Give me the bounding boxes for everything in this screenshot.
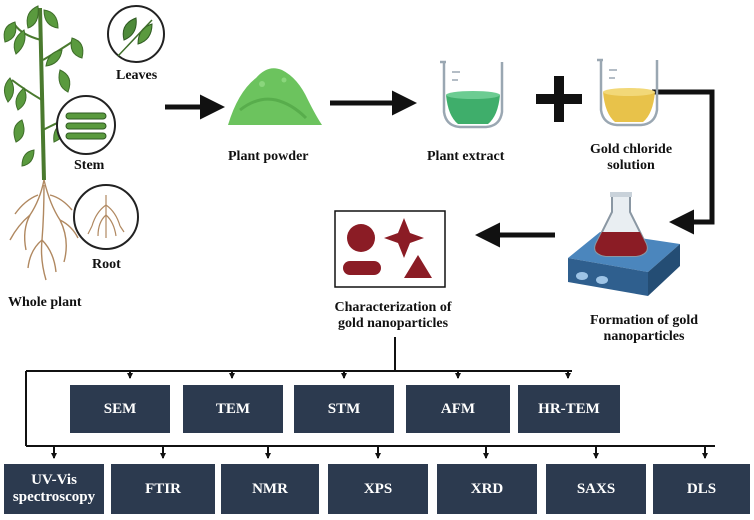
- gold-chloride-line1: Gold chloride: [589, 142, 673, 157]
- formation-line1: Formation of gold: [589, 313, 699, 328]
- leaves-magnifier: [107, 5, 165, 63]
- plant-powder-label: Plant powder: [228, 149, 309, 164]
- technique-box-ftir: FTIR: [111, 464, 215, 514]
- gold-chloride-label: Gold chloride solution: [574, 142, 688, 174]
- technique-box-xrd: XRD: [437, 464, 537, 514]
- technique-box-stm: STM: [294, 385, 394, 433]
- stem-magnifier: [56, 95, 116, 155]
- arrow-solution-to-formation: [652, 89, 715, 235]
- plus-icon: [536, 76, 582, 122]
- technique-box-uv-vis: UV-Vis spectroscopy: [4, 464, 104, 514]
- hotplate-flask: [568, 192, 680, 296]
- technique-box-sem: SEM: [70, 385, 170, 433]
- characterization-line1: Characterization of: [334, 300, 452, 315]
- plant-extract-label: Plant extract: [427, 149, 505, 164]
- technique-box-tem: TEM: [183, 385, 283, 433]
- formation-line2: nanoparticles: [603, 329, 685, 344]
- root-label: Root: [92, 257, 121, 272]
- formation-label: Formation of gold nanoparticles: [574, 313, 714, 345]
- characterization-label: Characterization of gold nanoparticles: [318, 300, 468, 332]
- technique-box-afm: AFM: [406, 385, 510, 433]
- stem-label: Stem: [74, 158, 105, 173]
- technique-box-nmr: NMR: [221, 464, 319, 514]
- root-magnifier: [73, 184, 139, 250]
- nanoparticle-shapes-frame: [334, 210, 446, 288]
- characterization-line2: gold nanoparticles: [337, 316, 449, 331]
- gold-chloride-beaker: [597, 58, 659, 127]
- technique-box-saxs: SAXS: [546, 464, 646, 514]
- plant-powder-pile: [228, 68, 322, 125]
- plant-extract-beaker: [440, 60, 504, 129]
- technique-box-hr-tem: HR-TEM: [518, 385, 620, 433]
- technique-tree-connectors: [25, 337, 715, 459]
- technique-box-dls: DLS: [653, 464, 750, 514]
- leaves-label: Leaves: [116, 68, 158, 83]
- whole-plant-label: Whole plant: [8, 295, 82, 310]
- technique-box-xps: XPS: [328, 464, 428, 514]
- gold-chloride-line2: solution: [607, 158, 655, 173]
